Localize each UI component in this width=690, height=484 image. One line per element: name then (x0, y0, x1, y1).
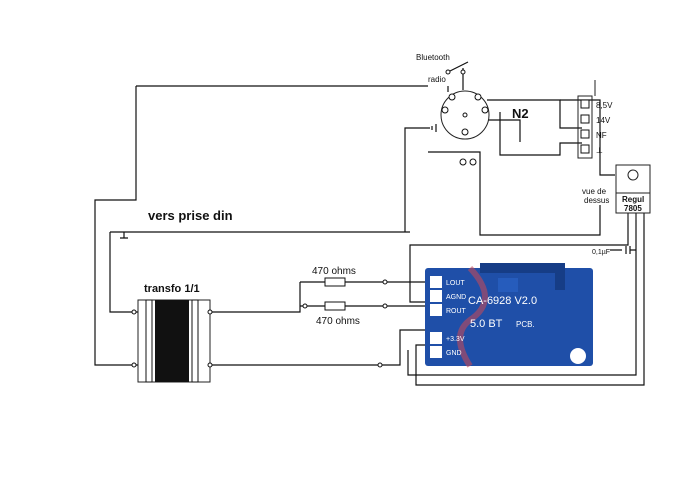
label-vers-prise-din: vers prise din (148, 208, 233, 223)
label-resistor-bottom: 470 ohms (316, 316, 360, 327)
transformer (131, 299, 213, 383)
wire-ground-cap (431, 124, 437, 132)
wire-din-ground (404, 127, 430, 232)
wire-din-right (487, 99, 582, 129)
wire-reg-gnd (407, 213, 637, 376)
wire-reg-in (415, 213, 645, 386)
connector-pin-1: 8,5V (596, 101, 613, 110)
wire-connector-top (560, 99, 601, 160)
wire-din-down-right (499, 112, 582, 156)
resistor-top (324, 277, 346, 287)
wire-reg-out (409, 213, 629, 303)
label-n2: N2 (512, 106, 529, 121)
module-subtitle: 5.0 BT (470, 318, 503, 330)
wire-switch-pins (428, 151, 601, 236)
wire-res-split (210, 282, 301, 313)
label-bluetooth: Bluetooth (416, 53, 450, 62)
wire-din-down (109, 232, 138, 313)
din-socket-icon (440, 90, 490, 140)
wire-din-mid (488, 119, 521, 142)
wire-ground-right (599, 160, 615, 176)
switch-bottom-icon (459, 158, 477, 166)
connector-pin-3: NF (596, 131, 607, 140)
module-pin-rout: ROUT (446, 308, 467, 315)
module-pin-gnd: GND (446, 350, 462, 357)
resistor-bottom (324, 301, 346, 311)
label-regul: Regul 7805 (622, 195, 646, 213)
module-pcb: PCB. (516, 320, 535, 329)
ground-symbol-icon (120, 232, 128, 239)
label-radio: radio (428, 75, 446, 84)
label-vue-de-dessus: vue de dessus (582, 187, 609, 205)
module-pin-33v: +3.3V (446, 336, 465, 343)
module-title: CA-6928 V2.0 (468, 295, 537, 307)
connector-pin-4: ⊥ (596, 146, 603, 155)
regulator-7805 (615, 164, 651, 220)
label-transfo: transfo 1/1 (144, 283, 200, 295)
bluetooth-module (425, 263, 593, 368)
wire-top-left (94, 86, 138, 366)
connector-pin-2: 14V (596, 116, 611, 125)
switch-icon (445, 61, 469, 75)
wire-cap (610, 246, 636, 254)
label-capacitor: 0,1µF (592, 249, 610, 256)
connector-strip (577, 80, 596, 159)
module-pin-lout: LOUT (446, 280, 465, 287)
module-pin-agnd: AGND (446, 294, 466, 301)
wire-transfo-bottom (210, 329, 428, 366)
label-resistor-top: 470 ohms (312, 266, 356, 277)
